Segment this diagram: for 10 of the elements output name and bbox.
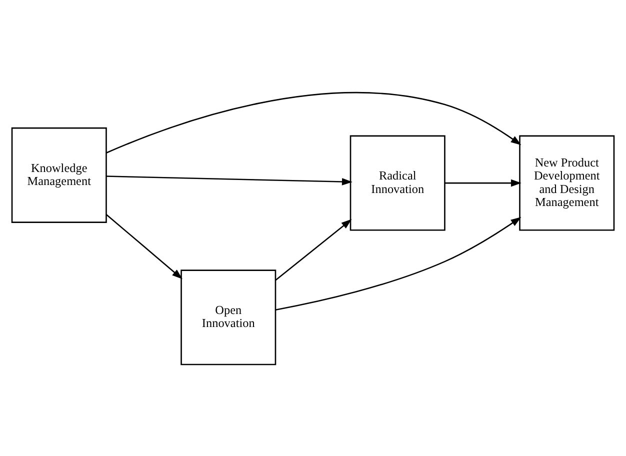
node-box: Open Innovation [180,269,276,365]
arrow [106,92,522,153]
arrow [106,175,352,185]
arrow [276,216,522,310]
node-box: Knowledge Management [11,126,107,222]
arrow [275,218,352,280]
node-box: Radical Innovation [350,134,446,230]
arrow [444,178,522,186]
arrow [106,214,182,279]
node-box: New Product Development and Design Management [519,134,615,230]
